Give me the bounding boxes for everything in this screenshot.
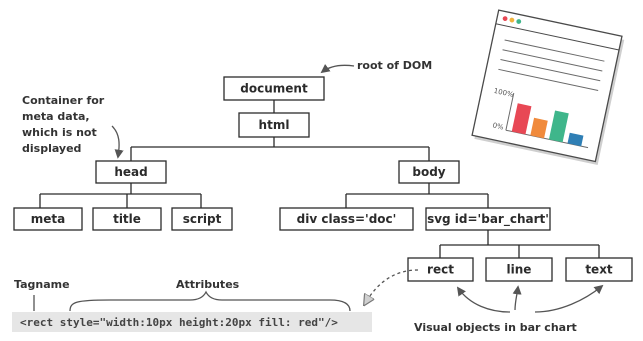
axis-bottom-label: 0% <box>492 121 505 131</box>
node-body: body <box>398 160 460 184</box>
visual-arrow-rect <box>456 286 511 313</box>
container-note-arrow <box>111 125 124 159</box>
chart-axis <box>505 92 515 131</box>
visual-arrow-line <box>512 285 522 311</box>
code-example: <rect style="width:10px height:20px fill… <box>20 316 338 329</box>
container-note-line-1: Container for <box>22 94 105 107</box>
text-line <box>504 39 605 62</box>
root-of-dom-note: root of DOM <box>357 59 432 72</box>
root-note-arrow <box>320 63 355 74</box>
node-html-label: html <box>259 118 290 132</box>
node-div-doc-label: div class='doc' <box>297 212 397 226</box>
tagname-label: Tagname <box>14 278 70 291</box>
node-script-label: script <box>183 212 222 226</box>
node-document: document <box>223 76 325 101</box>
node-title: title <box>92 207 162 231</box>
thumbnail-bar <box>530 117 548 139</box>
thumbnail-bar <box>567 132 584 147</box>
node-meta: meta <box>13 207 83 231</box>
attributes-label: Attributes <box>176 278 240 291</box>
thumbnail-bar <box>548 110 569 143</box>
node-rect-label: rect <box>427 263 454 277</box>
rect-to-code-arrow <box>366 269 419 302</box>
node-body-label: body <box>412 165 445 179</box>
node-line: line <box>485 257 553 282</box>
container-note: Container for meta data, which is not di… <box>22 94 105 155</box>
node-html: html <box>238 112 310 138</box>
text-line <box>502 49 603 72</box>
thumbnail-bars <box>511 103 584 147</box>
code-example-background <box>12 312 372 332</box>
node-text: text <box>565 257 633 282</box>
attributes-brace <box>69 290 351 312</box>
tree-edges <box>39 100 600 258</box>
browser-thumbnail: 100% 0% <box>471 9 625 166</box>
thumbnail-bar <box>511 103 532 135</box>
node-svg-bar-chart: svg id='bar_chart' <box>425 207 551 231</box>
window-dot-maximize-icon <box>516 19 522 24</box>
visual-objects-label: Visual objects in bar chart <box>414 321 577 334</box>
node-line-label: line <box>507 263 532 277</box>
window-dot-close-icon <box>502 16 508 22</box>
container-note-line-2: meta data, <box>22 110 90 123</box>
node-div-doc: div class='doc' <box>279 207 414 231</box>
node-script: script <box>171 207 233 231</box>
visual-arrow-text <box>534 284 604 313</box>
text-line <box>500 59 601 82</box>
container-note-line-3: which is not <box>22 126 97 139</box>
container-note-line-4: displayed <box>22 142 81 155</box>
node-meta-label: meta <box>31 212 65 226</box>
node-document-label: document <box>240 82 308 96</box>
node-title-label: title <box>113 212 141 226</box>
node-head-label: head <box>114 165 147 179</box>
browser-window <box>471 9 623 163</box>
node-rect: rect <box>407 257 474 282</box>
node-text-label: text <box>585 263 613 277</box>
node-head: head <box>95 160 167 184</box>
window-dot-minimize-icon <box>509 17 515 23</box>
node-svg-bar-chart-label: svg id='bar_chart' <box>427 212 549 227</box>
text-line <box>498 68 599 92</box>
